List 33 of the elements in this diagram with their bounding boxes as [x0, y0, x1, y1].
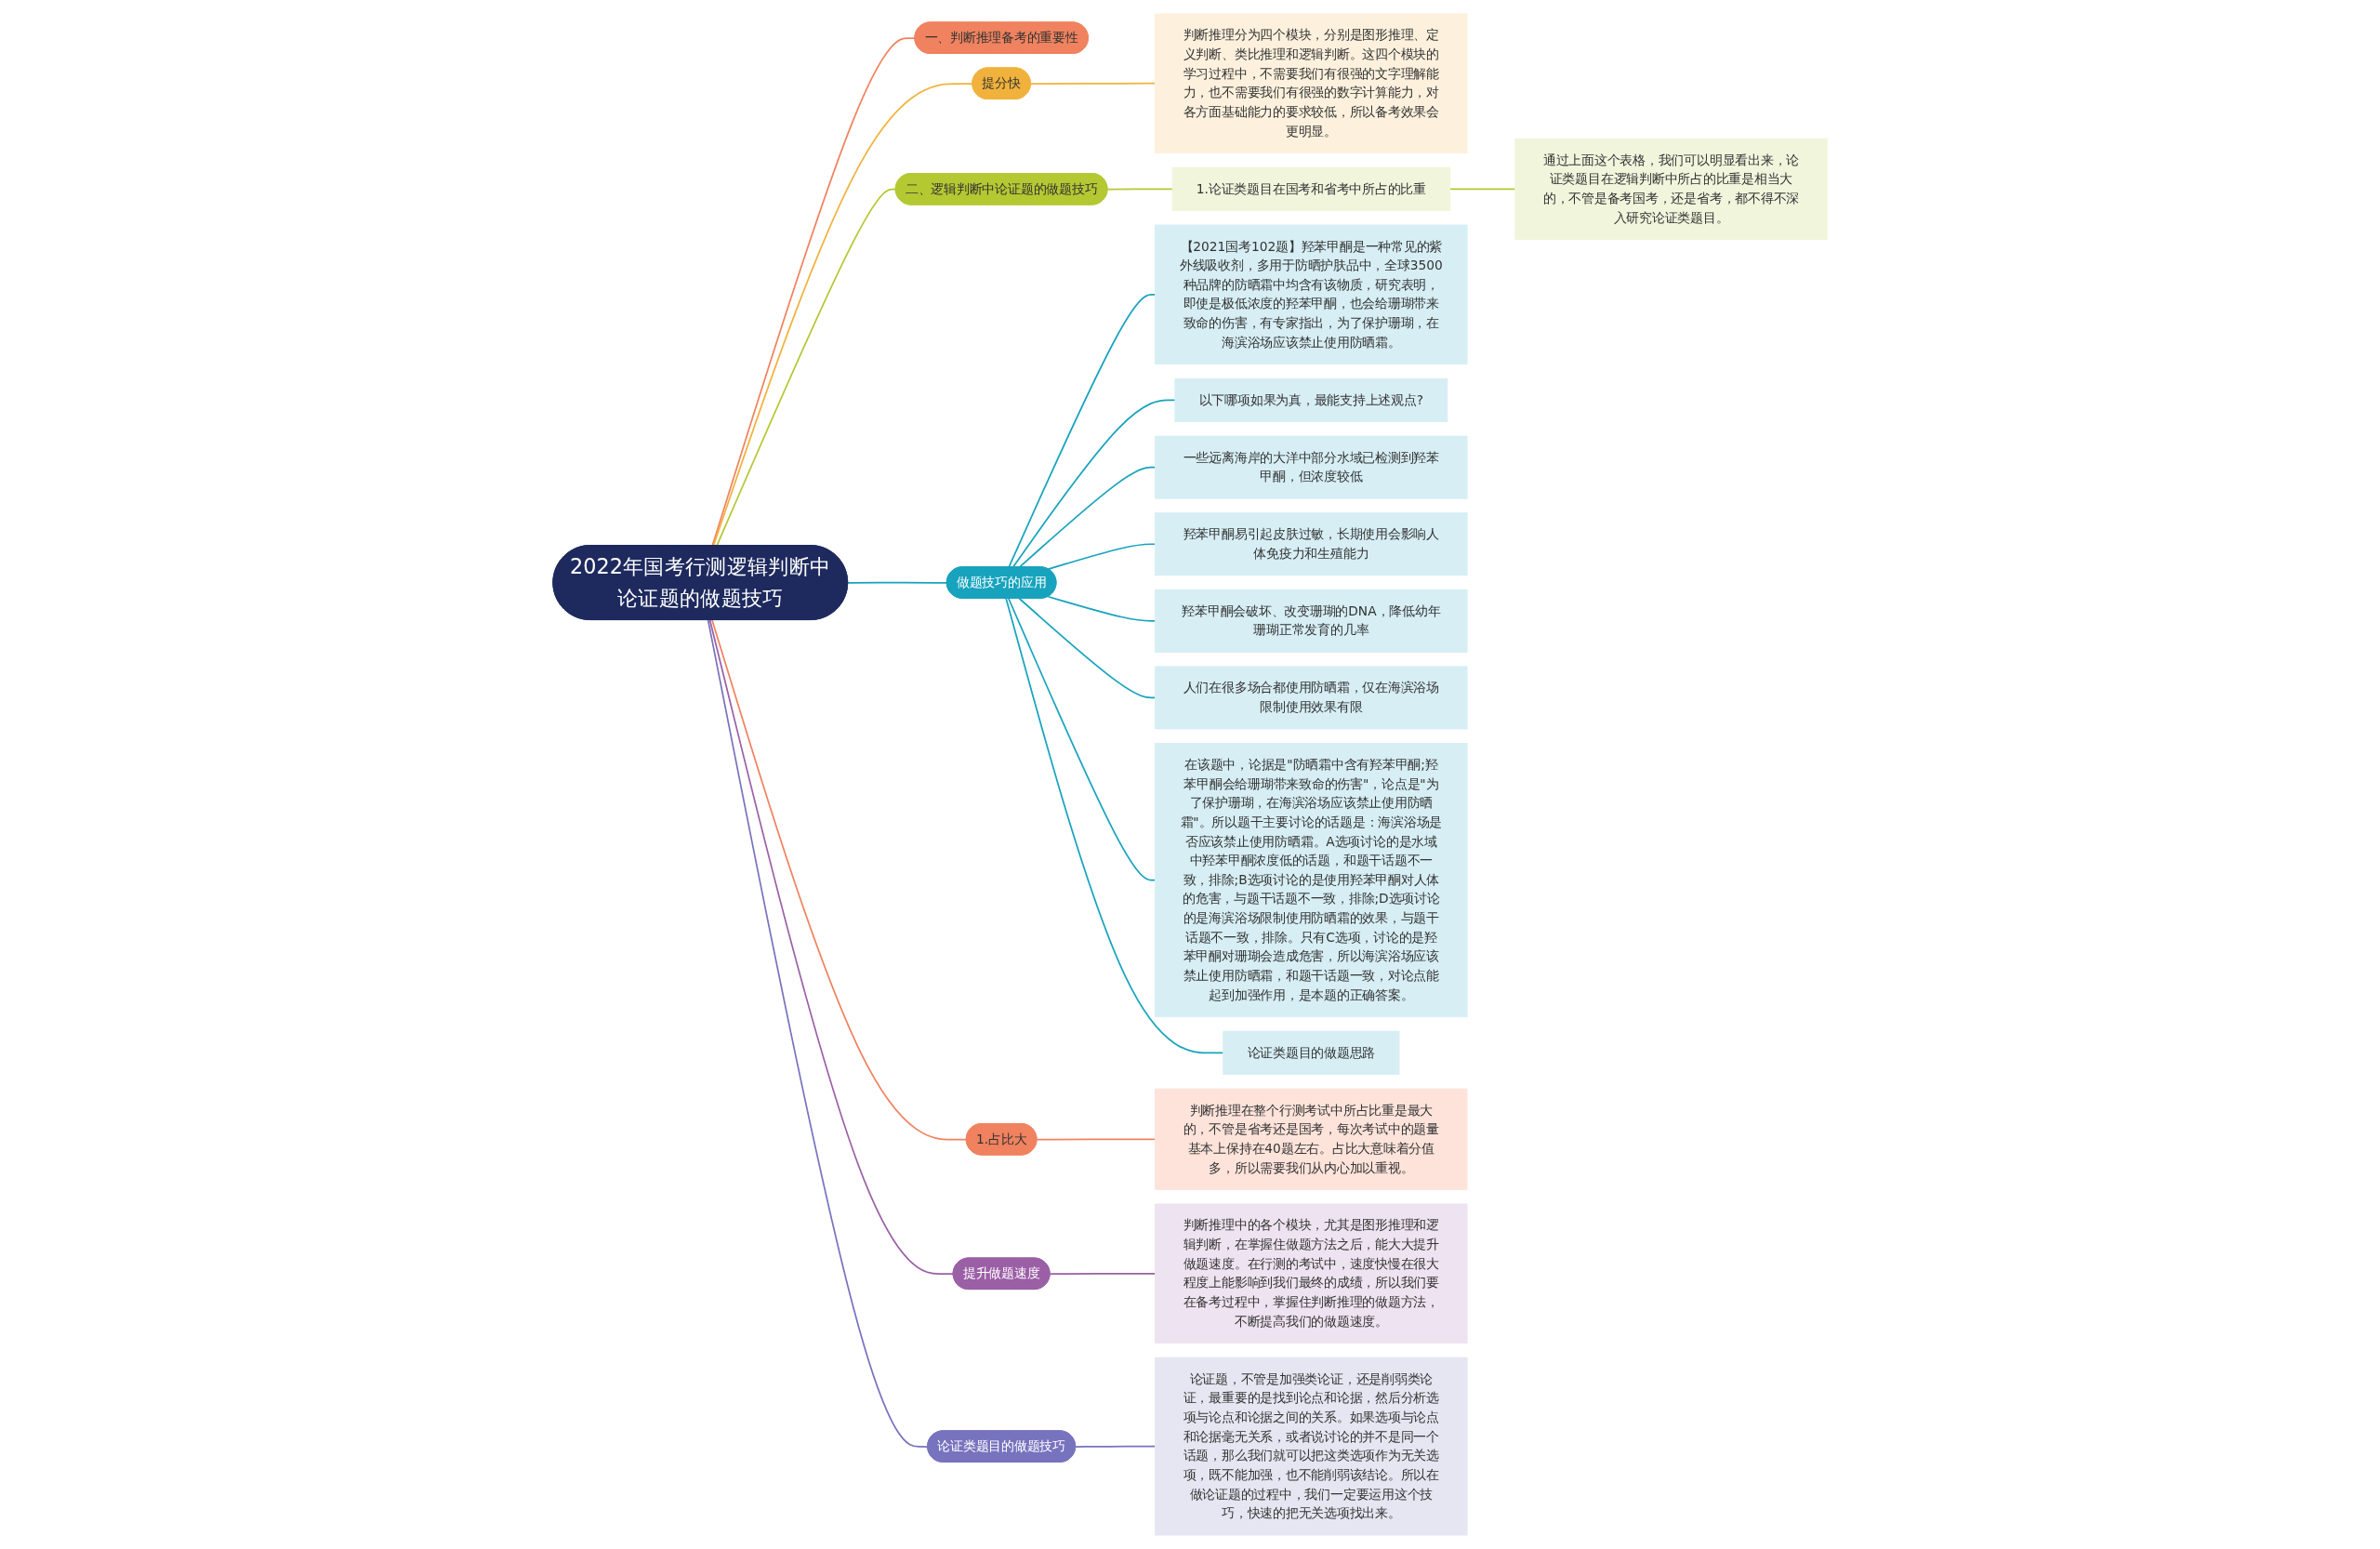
- connector: [1008, 293, 1157, 569]
- node-box: 1.论证类题目在国考和省考中所占的比重: [1171, 166, 1451, 211]
- node-box: 人们在很多场合都使用防晒霜，仅在海滨浴场限制使用效果有限: [1155, 666, 1468, 730]
- node-box: 以下哪项如果为真，最能支持上述观点?: [1174, 377, 1448, 423]
- connector: [1075, 1445, 1157, 1448]
- node-box: 判断推理中的各个模块，尤其是图形推理和逻辑判断，在掌握住做题方法之后，能大大提升做题速度。在行测的考试中，速度快慢在很大程度上能影响到我们最终的成绩，所以我们要在备考过程中，掌握住判断推理的做题方法，不断提高我们的做题速度。: [1155, 1203, 1468, 1344]
- node-box: 判断推理分为四个模块，分别是图形推理、定义判断、类比推理和逻辑判断。这四个模块的学习过程中，不需要我们有很强的文字理解能力，也不需要我们有很强的数字计算能力，对各方面基础能力的要求较低，所以备考效果会更明显。: [1155, 13, 1468, 153]
- node-box: 论证题，不管是加强类论证，还是削弱类论证，最重要的是找到论点和论据，然后分析选项与论点和论据之间的关系。如果选项与论点和论据毫无关系，或者说讨论的并不是同一个话题，那么我们就可以把这类选项作为无关选项，既不能加强，也不能削弱该结论。所以在做论证题的过程中，我们一定要运用这个技巧，快速的把无关选项找出来。: [1155, 1357, 1468, 1536]
- connector: [707, 619, 929, 1448]
- connector: [716, 188, 897, 547]
- node-box: 一些远离海岸的大洋中部分水域已检测到羟苯甲酮，但浓度较低: [1155, 435, 1468, 499]
- node-box: 【2021国考102题】羟苯甲酮是一种常见的紫外线吸收剂，多用于防晒护肤品中，全球3500种品牌的防晒霜中均含有该物质，研究表明，即使是极低浓度的羟苯甲酮，也会给珊瑚带来致命的伤害，有专家指出，为了保护珊瑚，在海滨浴场应该禁止使用防晒霜。: [1155, 224, 1468, 365]
- node-box: 羟苯甲酮易引起皮肤过敏，长期使用会影响人体免疫力和生殖能力: [1155, 512, 1468, 576]
- node-box: 判断推理在整个行测考试中所占比重是最大的，不管是省考还是国考，每次考试中的题量基本上保持在40题左右。占比大意味着分值多，所以需要我们从内心加以重视。: [1155, 1088, 1468, 1190]
- connector: [1036, 1138, 1157, 1141]
- connector: [1029, 82, 1157, 85]
- connector: [1047, 595, 1157, 622]
- node-box: 通过上面这个表格，我们可以明显看出来，论证类题目在逻辑判断中所占的比重是相当大的，不管是备考国考，还是省考，都不得不深入研究论证类题目。: [1514, 138, 1828, 240]
- node-box: 在该题中，论据是"防晒霜中含有羟苯甲酮;羟苯甲酮会给珊瑚带来致命的伤害"，论点是"为了保护珊瑚，在海滨浴场应该禁止使用防晒霜"。所以题干主要讨论的话题是：海滨浴场是否应该禁止使用防晒霜。A选项讨论的是水域中羟苯甲酮浓度低的话题，和题干话题不一致，排除;B选项讨论的是使用羟苯甲酮对人体的危害，与题干话题不一致，排除;D选项讨论的是海滨浴场限制使用防晒霜的效果，与题干话题不一致，排除。只有C选项，讨论的是羟苯甲酮对珊瑚会造成危害，所以海滨浴场应该禁止使用防晒霜，和题干话题一致，对论点能起到加强作用，是本题的正确答案。: [1155, 743, 1468, 1018]
- connector: [1005, 597, 1224, 1054]
- connector: [1007, 597, 1157, 881]
- connector: [1018, 597, 1157, 699]
- node-box: 羟苯甲酮会破坏、改变珊瑚的DNA，降低幼年珊瑚正常发育的几率: [1155, 589, 1468, 653]
- connector: [708, 619, 955, 1276]
- connector: [1047, 543, 1157, 571]
- connector: [847, 581, 948, 584]
- connector: [1018, 466, 1157, 569]
- connector: [1049, 1272, 1157, 1276]
- connector: [1106, 188, 1173, 191]
- node-box: 论证类题目的做题思路: [1223, 1030, 1400, 1075]
- connector: [1448, 188, 1516, 191]
- connector: [1012, 399, 1176, 569]
- connector: [711, 619, 968, 1141]
